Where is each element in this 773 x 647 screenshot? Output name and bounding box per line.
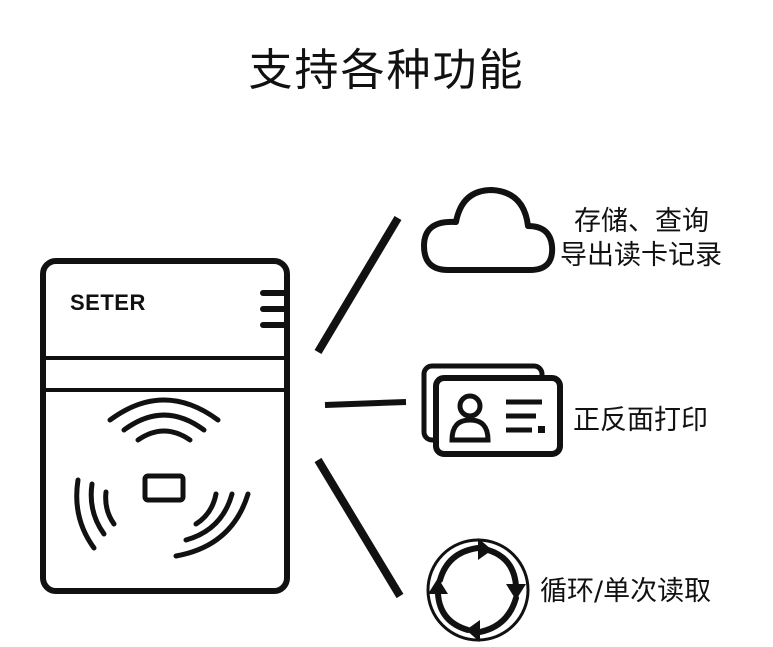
vent-slot <box>260 322 290 328</box>
vent-slot <box>260 306 290 312</box>
id-card-icon <box>421 363 563 457</box>
cloud-icon <box>421 187 556 273</box>
feature-label: 存储、查询 <box>574 206 709 237</box>
device-divider <box>46 388 284 392</box>
feature-label: 循环/单次读取 <box>540 576 712 607</box>
feature-label: 正反面打印 <box>573 405 708 436</box>
vent-slot <box>260 290 290 296</box>
card-reader-device: SETER <box>40 258 290 594</box>
device-divider <box>46 356 284 360</box>
cycle-arrows-icon <box>426 538 530 642</box>
feature-label: 导出读卡记录 <box>560 240 722 271</box>
nfc-signal-icon <box>74 397 251 559</box>
device-brand-label: SETER <box>70 290 146 315</box>
page-title: 支持各种功能 <box>248 45 525 96</box>
